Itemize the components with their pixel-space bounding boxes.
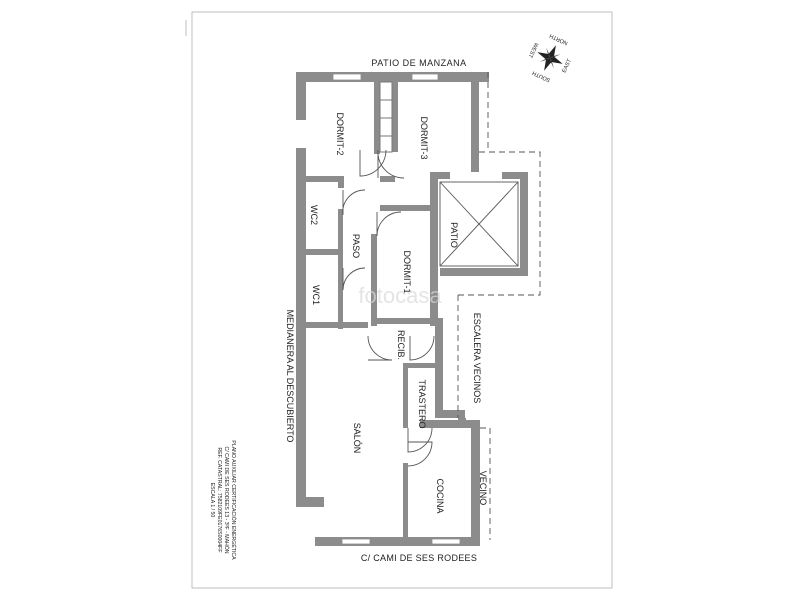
label-escalera: ESCALERA VECINOS <box>472 313 482 404</box>
closet <box>379 81 393 153</box>
label-dormit2: DORMIT-2 <box>335 112 345 155</box>
compass-south: SOUTH <box>532 69 552 83</box>
label-patio: PATIO <box>449 222 459 248</box>
caption-block: PLANO AUXILIAR CERTIFICACIÓN ENERGÉTICA … <box>209 440 237 560</box>
compass-north: NORTH <box>549 32 569 46</box>
dashed-boundaries <box>457 72 541 540</box>
watermark: fotocasa <box>358 283 442 308</box>
label-patio-manzana: PATIO DE MANZANA <box>371 58 466 68</box>
caption-line-2: C/ CAMI DE SES RODEES 13 - 3ºF - MAHÓN <box>223 446 230 553</box>
label-trastero: TRASTERO <box>417 379 427 428</box>
caption-line-1: PLANO AUXILIAR CERTIFICACIÓN ENERGÉTICA <box>230 440 237 560</box>
label-paso: PASO <box>351 234 361 258</box>
label-mediancera: MEDIANERA AL DESCUBIERTO <box>285 310 295 443</box>
compass-east: EAST <box>561 58 573 74</box>
compass-west: WEST <box>526 42 538 60</box>
patio-lightwell <box>439 181 519 267</box>
doors <box>342 149 435 467</box>
label-wc1: WC1 <box>311 285 321 305</box>
label-cocina: COCINA <box>435 478 445 513</box>
label-salon: SALÓN <box>352 423 362 454</box>
label-wc2: WC2 <box>309 205 319 225</box>
caption-line-4: ESCALA 1 / 50 <box>209 483 215 518</box>
label-dormit1: DORMIT-1 <box>402 250 412 293</box>
windows <box>296 73 461 545</box>
label-recib: RECIB. <box>396 330 406 360</box>
label-calle: C/ CAMI DE SES RODEES <box>361 553 477 563</box>
label-dormit3: DORMIT-3 <box>419 116 429 159</box>
compass-rose: NORTH EAST SOUTH WEST <box>526 32 573 83</box>
caption-line-3: REF. CATASTRAL: 7582109FE0176S0004FF <box>216 447 222 552</box>
label-vecino: VECINO <box>478 471 488 506</box>
interior-walls <box>306 82 438 537</box>
outer-walls <box>296 72 528 546</box>
sheet-border <box>191 11 613 589</box>
